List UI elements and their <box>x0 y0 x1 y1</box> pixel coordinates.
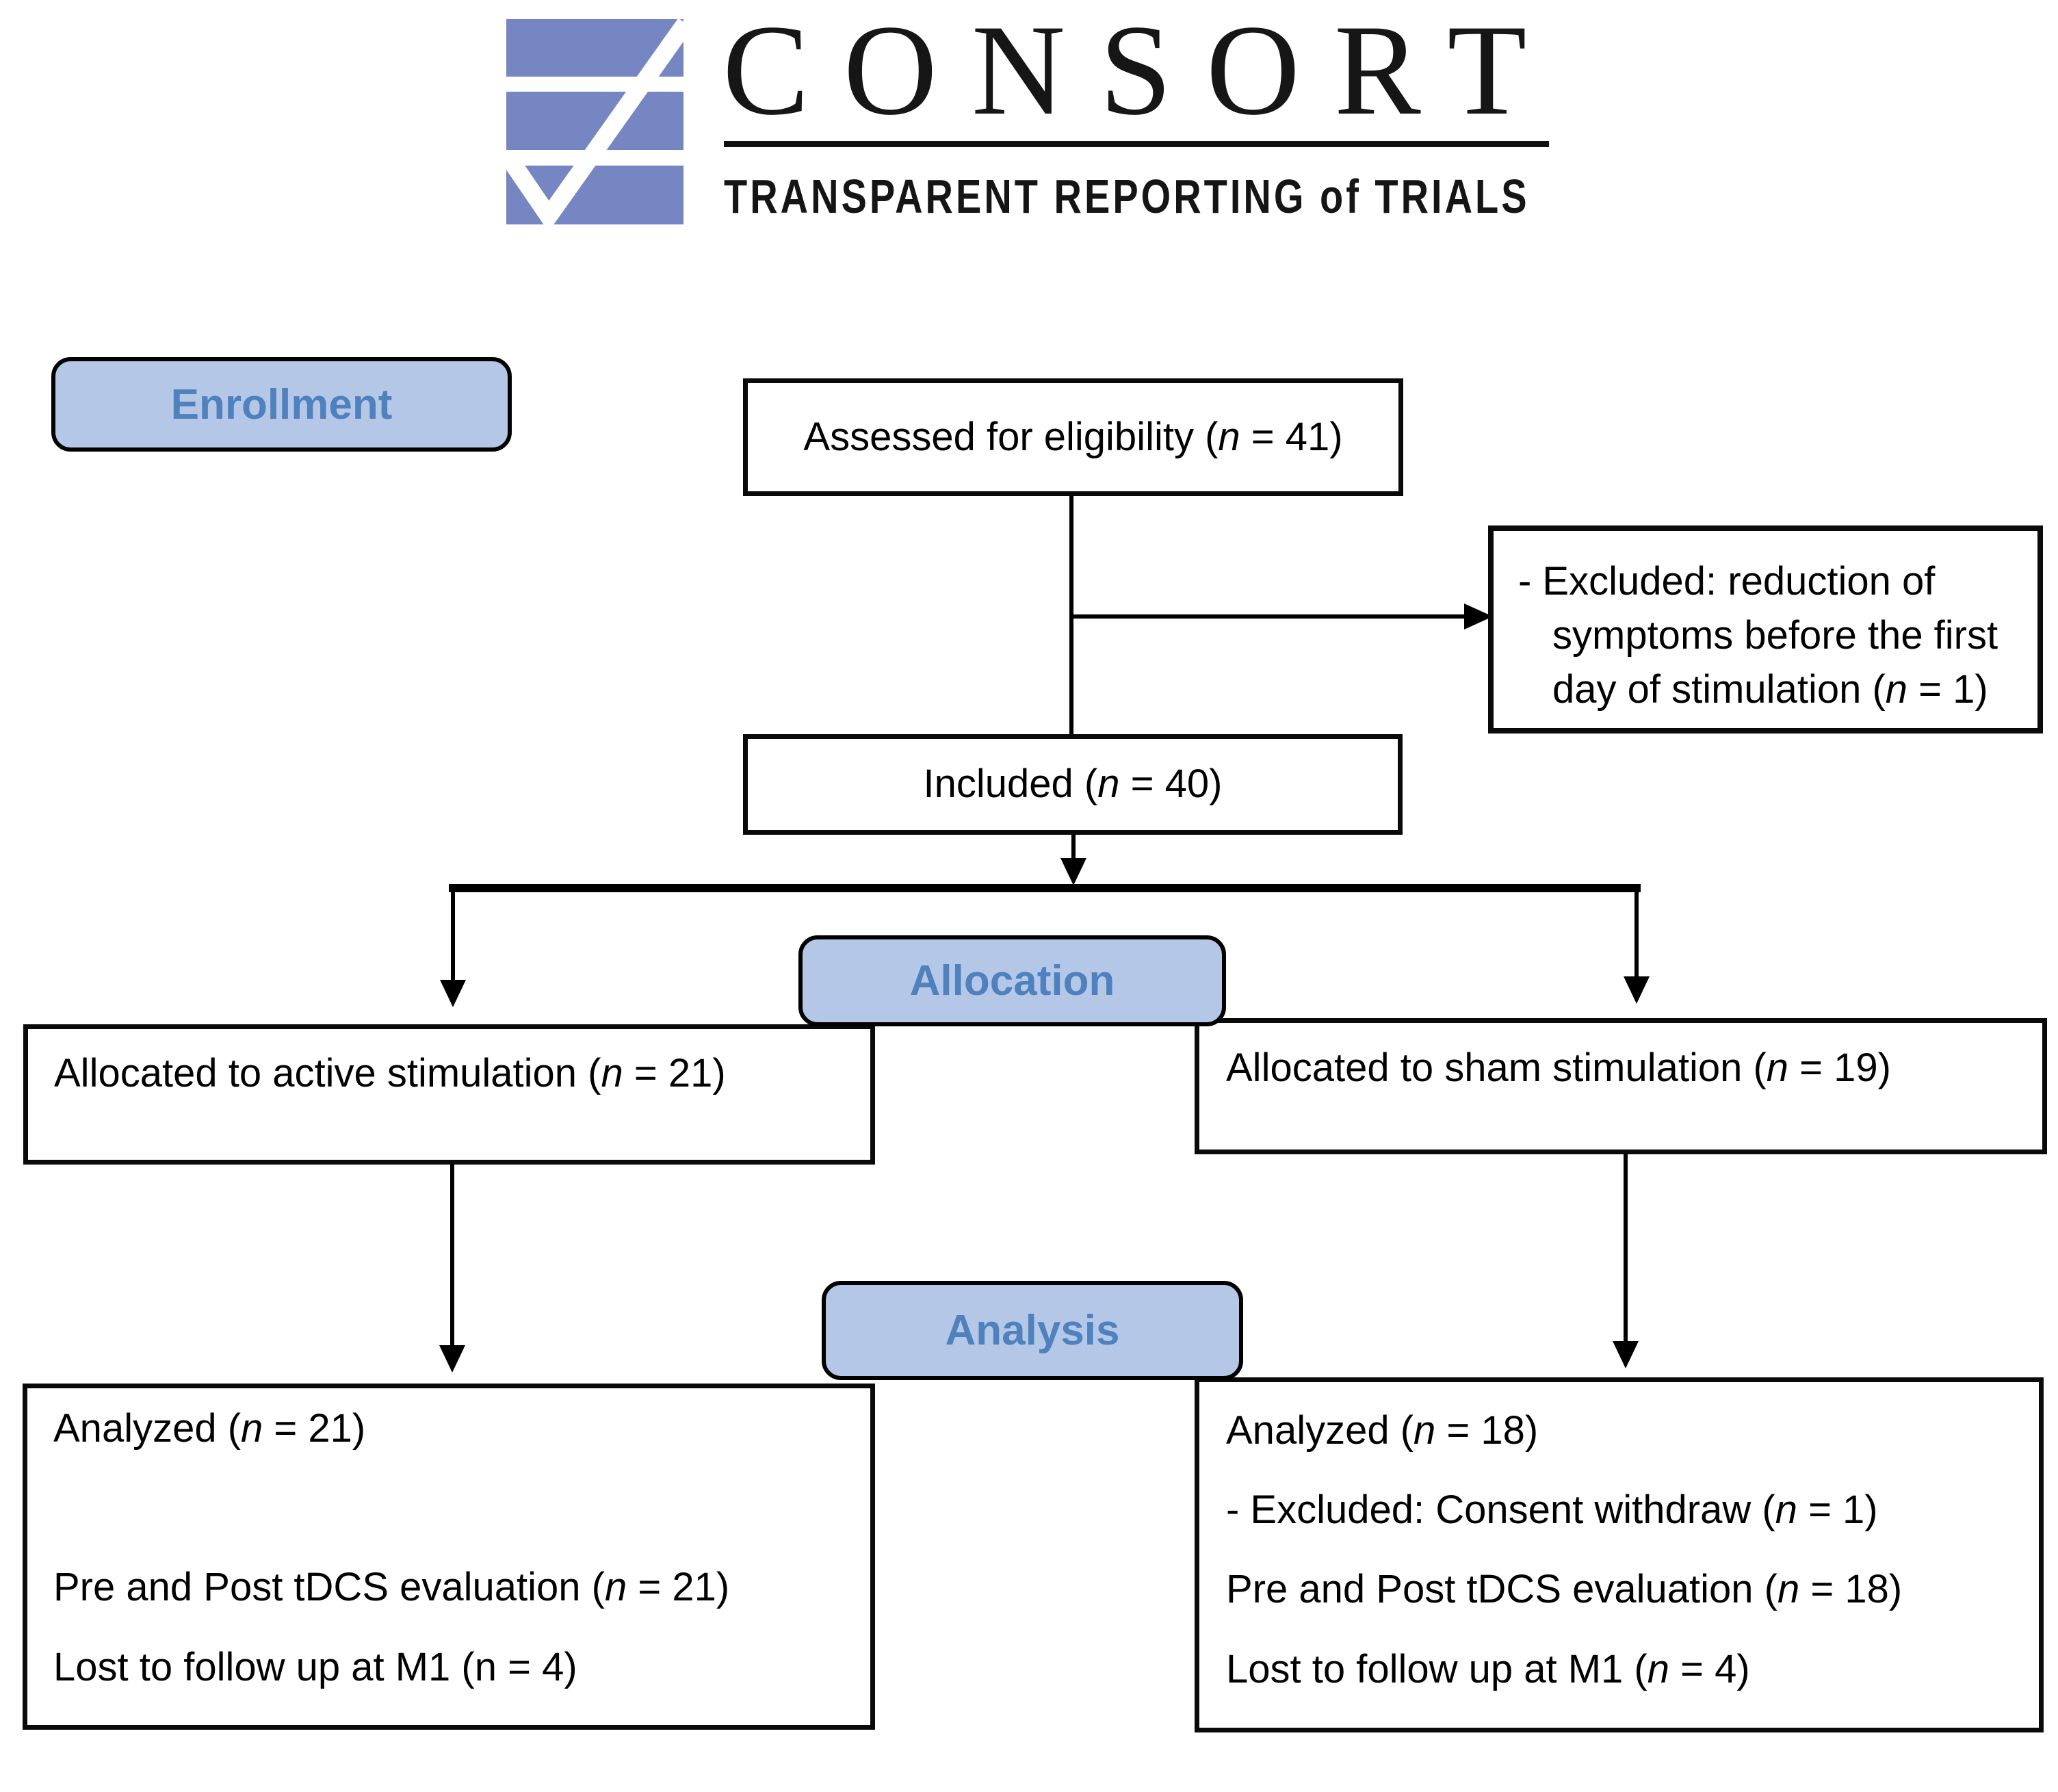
consort-checkbox-icon <box>500 18 693 232</box>
connector-active-to-analysis <box>450 1165 454 1347</box>
allocated-active-box: Allocated to active stimulation (n = 21) <box>23 1024 875 1165</box>
arrowhead-sham-analysis-icon <box>1613 1341 1639 1368</box>
connector-to-excluded <box>1071 614 1468 619</box>
allocated-active-text: Allocated to active stimulation (n = 21) <box>54 1051 726 1095</box>
connector-branch-left <box>451 892 455 983</box>
analysis-sham-analyzed-text: Analyzed (n = 18) <box>1226 1408 1539 1453</box>
logo-divider <box>724 141 1549 147</box>
connector-sham-to-analysis <box>1624 1154 1628 1342</box>
allocation-badge: Allocation <box>798 935 1226 1026</box>
arrowhead-branch-left-icon <box>440 980 466 1007</box>
enrollment-badge-label: Enrollment <box>170 380 393 428</box>
analysis-sham-excluded-text: - Excluded: Consent withdraw (n = 1) <box>1226 1487 1878 1532</box>
consort-wordmark: CONSORT <box>722 0 1561 142</box>
excluded-text-line: symptoms before the first <box>1552 613 1998 658</box>
excluded-text-line: day of stimulation (n = 1) <box>1552 667 1988 712</box>
excluded-text-line: - Excluded: reduction of <box>1518 559 1936 603</box>
analysis-sham-lost-text: Lost to follow up at M1 (n = 4) <box>1226 1646 1750 1691</box>
connector-included-to-split <box>1071 835 1076 862</box>
analysis-active-analyzed-text: Analyzed (n = 21) <box>53 1406 366 1451</box>
excluded-box: - Excluded: reduction of symptoms before… <box>1488 525 2043 733</box>
allocated-sham-box: Allocated to sham stimulation (n = 19) <box>1195 1018 2047 1154</box>
assessed-eligibility-text: Assessed for eligibility (n = 41) <box>803 414 1343 459</box>
analysis-badge: Analysis <box>822 1281 1243 1380</box>
analysis-sham-box: Analyzed (n = 18) - Excluded: Consent wi… <box>1195 1377 2044 1732</box>
connector-branch-right <box>1634 892 1639 979</box>
arrowhead-active-analysis-icon <box>439 1345 465 1373</box>
analysis-active-box: Analyzed (n = 21) Pre and Post tDCS eval… <box>23 1384 875 1730</box>
enrollment-badge: Enrollment <box>51 357 512 452</box>
arrowhead-split-icon <box>1060 858 1086 885</box>
analysis-active-evaluation-text: Pre and Post tDCS evaluation (n = 21) <box>53 1564 730 1609</box>
analysis-badge-label: Analysis <box>945 1307 1120 1354</box>
allocated-sham-text: Allocated to sham stimulation (n = 19) <box>1226 1046 1891 1090</box>
analysis-active-lost-text: Lost to follow up at M1 (n = 4) <box>53 1644 577 1689</box>
analysis-sham-evaluation-text: Pre and Post tDCS evaluation (n = 18) <box>1226 1566 1903 1611</box>
split-line <box>449 884 1641 892</box>
included-text: Included (n = 40) <box>923 762 1223 807</box>
allocation-badge-label: Allocation <box>909 957 1115 1004</box>
included-box: Included (n = 40) <box>743 734 1403 835</box>
assessed-eligibility-box: Assessed for eligibility (n = 41) <box>743 378 1403 496</box>
arrowhead-branch-right-icon <box>1624 976 1650 1004</box>
consort-tagline: TRANSPARENT REPORTING of TRIALS <box>724 170 1530 223</box>
